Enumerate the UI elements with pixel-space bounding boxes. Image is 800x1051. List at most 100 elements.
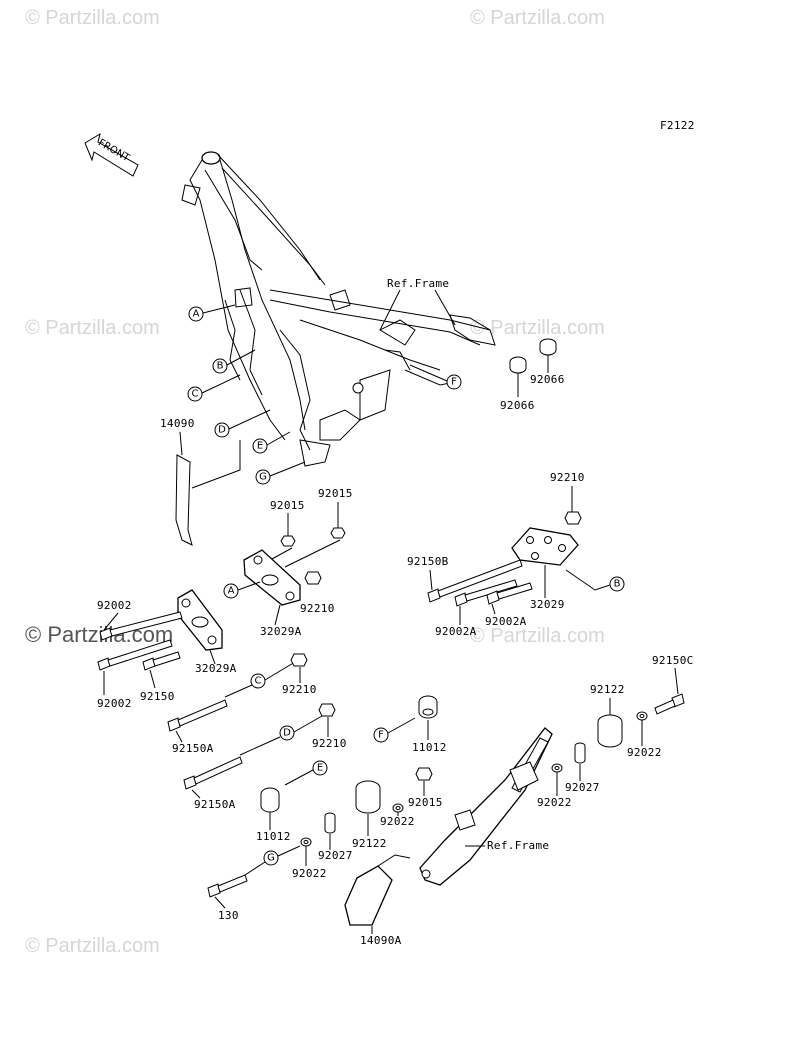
svg-text:A: A <box>193 309 200 320</box>
collar-part <box>260 787 280 813</box>
lower-guard-part <box>344 727 553 926</box>
part-number: 92015 <box>270 499 305 512</box>
part-number: 92210 <box>312 737 347 750</box>
callout-f: F <box>409 364 462 390</box>
bolt-part <box>183 756 243 790</box>
nut-part <box>290 653 308 667</box>
callout-a: A <box>188 304 236 322</box>
callout-c-lower: C <box>250 661 296 689</box>
part-number: 14090 <box>160 417 195 430</box>
callout-b: B <box>212 349 256 374</box>
cap-part <box>509 338 557 374</box>
nut-part <box>415 767 433 781</box>
svg-text:D: D <box>218 425 226 436</box>
guard-part <box>175 454 193 546</box>
bushing-part <box>355 780 381 814</box>
svg-text:C: C <box>192 389 199 400</box>
part-number: 92210 <box>300 602 335 615</box>
part-number: 92027 <box>318 849 353 862</box>
spacer-part <box>324 812 336 834</box>
diagram-code: F2122 <box>660 119 695 132</box>
watermark: © Partzilla.com <box>25 7 160 29</box>
part-number: 92022 <box>627 746 662 759</box>
nut-part <box>280 527 346 547</box>
part-number: 92015 <box>408 796 443 809</box>
bolt-part <box>97 611 183 671</box>
svg-text:D: D <box>283 728 291 739</box>
washer-part <box>636 711 648 721</box>
frame-drawing <box>181 151 496 467</box>
washer-part <box>392 803 404 813</box>
callout-g-lower: G <box>263 845 301 866</box>
callout-e-lower: E <box>284 760 328 786</box>
callout-b-right: B <box>565 569 625 592</box>
watermarks: © Partzilla.com © Partzilla.com © Partzi… <box>25 7 605 957</box>
svg-text:B: B <box>614 579 621 590</box>
part-number: 92066 <box>530 373 565 386</box>
bolt-part <box>654 693 685 715</box>
part-number: 130 <box>218 909 239 922</box>
nut-part <box>318 703 336 717</box>
callout-e: E <box>252 431 291 454</box>
svg-text:B: B <box>217 361 224 372</box>
watermark: © Partzilla.com <box>470 625 605 647</box>
svg-text:E: E <box>257 441 263 452</box>
part-number: 92002A <box>485 615 527 628</box>
part-number: 32029 <box>530 598 565 611</box>
svg-text:G: G <box>267 853 275 864</box>
bolt-part <box>207 874 248 898</box>
part-number: 92066 <box>500 399 535 412</box>
part-number: 92027 <box>565 781 600 794</box>
bushing-part <box>597 714 623 748</box>
svg-text:C: C <box>255 676 262 687</box>
bolt-part <box>167 699 228 732</box>
callout-a-lower: A <box>223 581 261 599</box>
ref-frame-label-top: Ref.Frame <box>387 277 449 290</box>
part-number: 11012 <box>256 830 291 843</box>
part-number: 11012 <box>412 741 447 754</box>
part-number: 32029A <box>260 625 302 638</box>
watermark: © Partzilla.com <box>470 317 605 339</box>
plate-part <box>243 549 322 606</box>
watermark: © Partzilla.com <box>25 935 160 957</box>
spacer-part <box>574 742 586 764</box>
bracket-part <box>511 511 582 566</box>
svg-text:A: A <box>228 586 235 597</box>
watermark: © Partzilla.com <box>470 7 605 29</box>
part-number: 92002 <box>97 599 132 612</box>
callout-g: G <box>255 461 306 485</box>
part-number: 92015 <box>318 487 353 500</box>
plate-part <box>177 589 223 651</box>
svg-text:E: E <box>317 763 323 774</box>
bolt-part <box>427 559 533 607</box>
part-number: 92022 <box>537 796 572 809</box>
svg-text:F: F <box>451 377 457 388</box>
svg-text:G: G <box>259 472 267 483</box>
part-number: 92022 <box>380 815 415 828</box>
watermark: © Partzilla.com <box>25 317 160 339</box>
collar-part <box>418 695 438 719</box>
svg-text:F: F <box>378 730 384 741</box>
callout-d: D <box>214 409 271 438</box>
callout-c: C <box>187 374 241 402</box>
part-number: 92002 <box>97 697 132 710</box>
part-number: 92122 <box>352 837 387 850</box>
part-number: 92150A <box>194 798 236 811</box>
ref-frame-label-bottom: Ref.Frame <box>487 839 549 852</box>
washer-part <box>300 837 312 847</box>
front-arrow-icon: FRONT <box>84 132 139 177</box>
part-number: 92150C <box>652 654 694 667</box>
part-number: 92150B <box>407 555 449 568</box>
part-number: 92122 <box>590 683 625 696</box>
callout-d-lower: D <box>279 715 323 741</box>
callout-f-lower: F <box>373 717 416 743</box>
part-number: 92022 <box>292 867 327 880</box>
part-number: 92210 <box>550 471 585 484</box>
part-number: 92150A <box>172 742 214 755</box>
part-number: 92210 <box>282 683 317 696</box>
washer-part <box>551 763 563 773</box>
part-number: 14090A <box>360 934 402 947</box>
part-number: 92150 <box>140 690 175 703</box>
